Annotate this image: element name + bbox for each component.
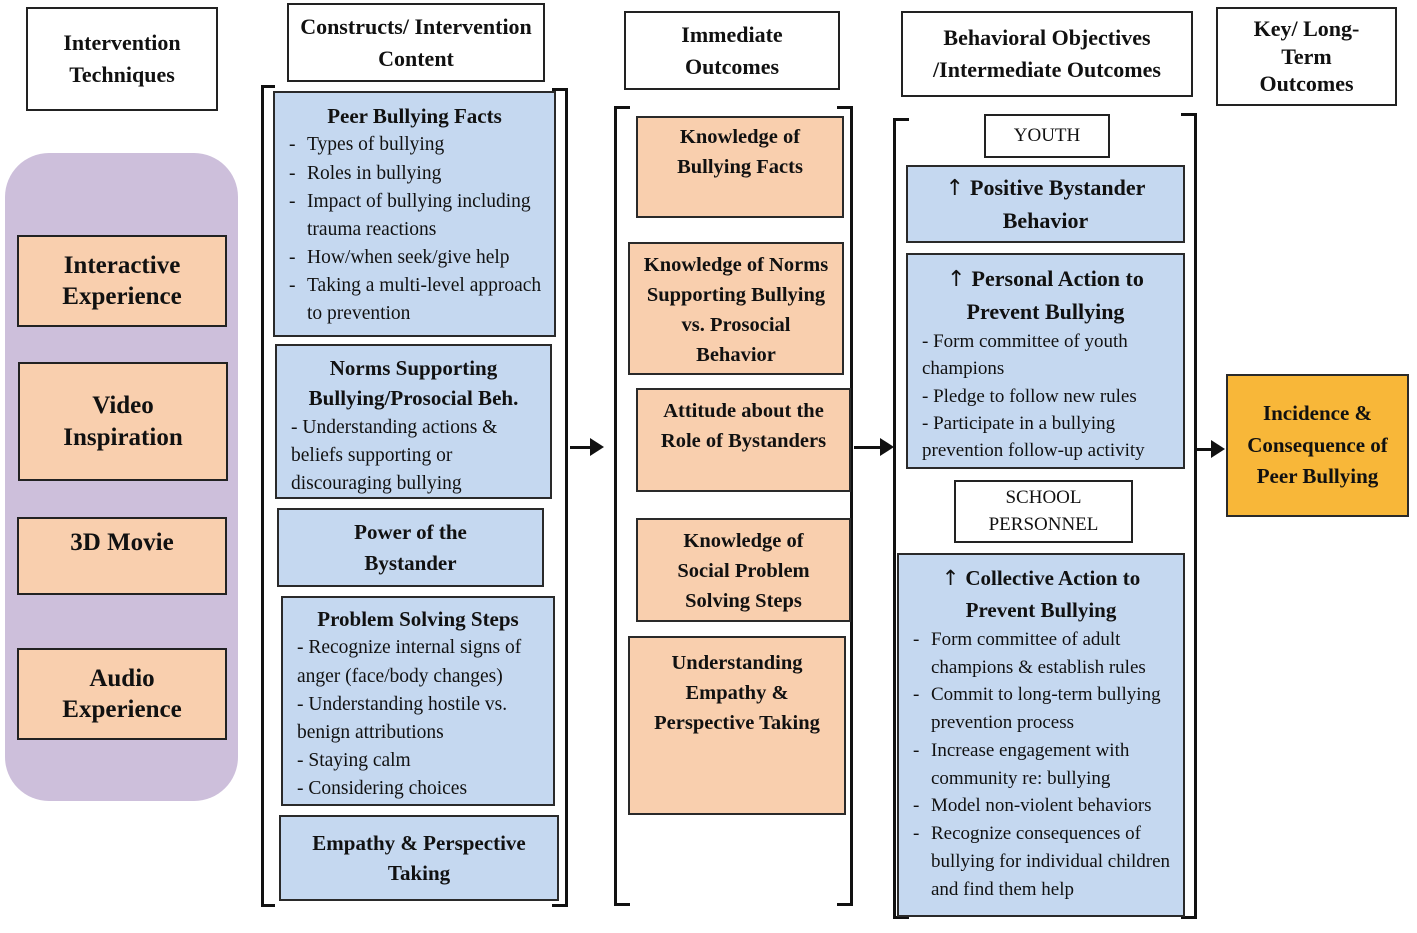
header-behavioral-objectives: Behavioral Objectives /Intermediate Outc… — [901, 11, 1193, 97]
behavioral-item: Form committee of adult champions & esta… — [899, 626, 1183, 681]
behavioral-title: ↑Personal Action to Prevent Bullying — [947, 266, 1144, 324]
technique-box: Video Inspiration — [18, 362, 228, 481]
behavioral-item: - Participate in a bullying prevention f… — [922, 412, 1145, 462]
youth-label: YOUTH — [984, 114, 1110, 158]
up-arrow-icon: ↑ — [945, 175, 965, 201]
behavioral-item: - Form committee of youth champions — [922, 330, 1128, 380]
behavioral-items: - Form committee of youth champions - Pl… — [908, 328, 1183, 465]
construct-item: Taking a multi-level approach to prevent… — [275, 272, 554, 328]
behavioral-box: ↑Positive Bystander Behavior — [906, 165, 1185, 243]
bracket-left — [261, 85, 275, 907]
construct-items: - Recognize internal signs of anger (fac… — [283, 634, 553, 802]
arrow-right-icon — [1197, 440, 1225, 458]
immediate-outcome-box: Knowledge of Bullying Facts — [636, 116, 844, 218]
immediate-outcome-box: Knowledge of Norms Supporting Bullying v… — [628, 242, 844, 375]
header-intervention-techniques: Intervention Techniques — [26, 7, 218, 111]
immediate-outcome-box: Knowledge of Social Problem Solving Step… — [636, 518, 851, 622]
construct-item: - Recognize internal signs of anger (fac… — [297, 637, 522, 687]
construct-item: Roles in bullying — [275, 160, 554, 188]
bracket-left — [614, 106, 630, 906]
construct-box: Peer Bullying Facts Types of bullying Ro… — [273, 91, 556, 337]
technique-box: Interactive Experience — [17, 235, 227, 327]
header-constructs: Constructs/ Intervention Content — [287, 3, 545, 82]
up-arrow-icon: ↑ — [941, 566, 960, 590]
behavioral-item: - Pledge to follow new rules — [922, 385, 1137, 407]
bracket-right — [552, 88, 568, 907]
construct-title: Problem Solving Steps — [317, 607, 519, 631]
construct-items: Types of bullying Roles in bullying Impa… — [275, 131, 554, 328]
technique-box: 3D Movie — [17, 517, 227, 595]
construct-title: Peer Bullying Facts — [327, 104, 502, 128]
behavioral-item: Commit to long-term bullying prevention … — [899, 681, 1183, 736]
behavioral-item: Model non-violent behaviors — [899, 792, 1183, 820]
technique-box: Audio Experience — [17, 648, 227, 740]
construct-title: Norms Supporting Bullying/Prosocial Beh. — [308, 356, 519, 411]
construct-item: - Staying calm — [297, 749, 411, 771]
construct-box: Power of the Bystander — [277, 508, 544, 587]
behavioral-title: ↑Positive Bystander Behavior — [945, 174, 1146, 233]
construct-item: How/when seek/give help — [275, 244, 554, 272]
construct-box: Problem Solving Steps - Recognize intern… — [281, 596, 555, 806]
construct-box: Empathy & Perspective Taking — [279, 815, 559, 901]
bracket-right — [1181, 113, 1197, 919]
construct-item: Types of bullying — [275, 131, 554, 159]
school-personnel-label: SCHOOL PERSONNEL — [954, 480, 1133, 543]
key-outcome-box: Incidence & Consequence of Peer Bullying — [1226, 374, 1409, 517]
construct-item: - Considering choices — [297, 777, 468, 799]
up-arrow-icon: ↑ — [947, 267, 966, 292]
behavioral-box: ↑Personal Action to Prevent Bullying - F… — [906, 253, 1185, 469]
behavioral-items: Form committee of adult champions & esta… — [899, 626, 1183, 903]
behavioral-item: Recognize consequences of bullying for i… — [899, 820, 1183, 903]
immediate-outcome-box: Understanding Empathy & Perspective Taki… — [628, 636, 846, 815]
arrow-right-icon — [570, 438, 604, 456]
construct-item: Impact of bullying including trauma reac… — [275, 188, 554, 244]
arrow-right-icon — [854, 438, 894, 456]
construct-title: Empathy & Perspective Taking — [312, 830, 526, 885]
behavioral-box: ↑Collective Action to Prevent Bullying F… — [897, 553, 1185, 917]
construct-items: - Understanding actions & beliefs suppor… — [277, 414, 550, 498]
bracket-right — [837, 106, 853, 906]
construct-title: Power of the Bystander — [354, 520, 467, 575]
behavioral-title: ↑Collective Action to Prevent Bullying — [941, 566, 1141, 622]
header-immediate-outcomes: Immediate Outcomes — [624, 11, 840, 90]
behavioral-item: Increase engagement with community re: b… — [899, 737, 1183, 792]
construct-item: - Understanding actions & beliefs suppor… — [291, 416, 498, 495]
construct-box: Norms Supporting Bullying/Prosocial Beh.… — [275, 344, 552, 499]
bracket-left — [893, 118, 909, 919]
header-key-outcomes: Key/ Long-Term Outcomes — [1216, 7, 1397, 106]
construct-item: - Understanding hostile vs. benign attri… — [297, 693, 508, 743]
immediate-outcome-box: Attitude about the Role of Bystanders — [636, 388, 851, 492]
